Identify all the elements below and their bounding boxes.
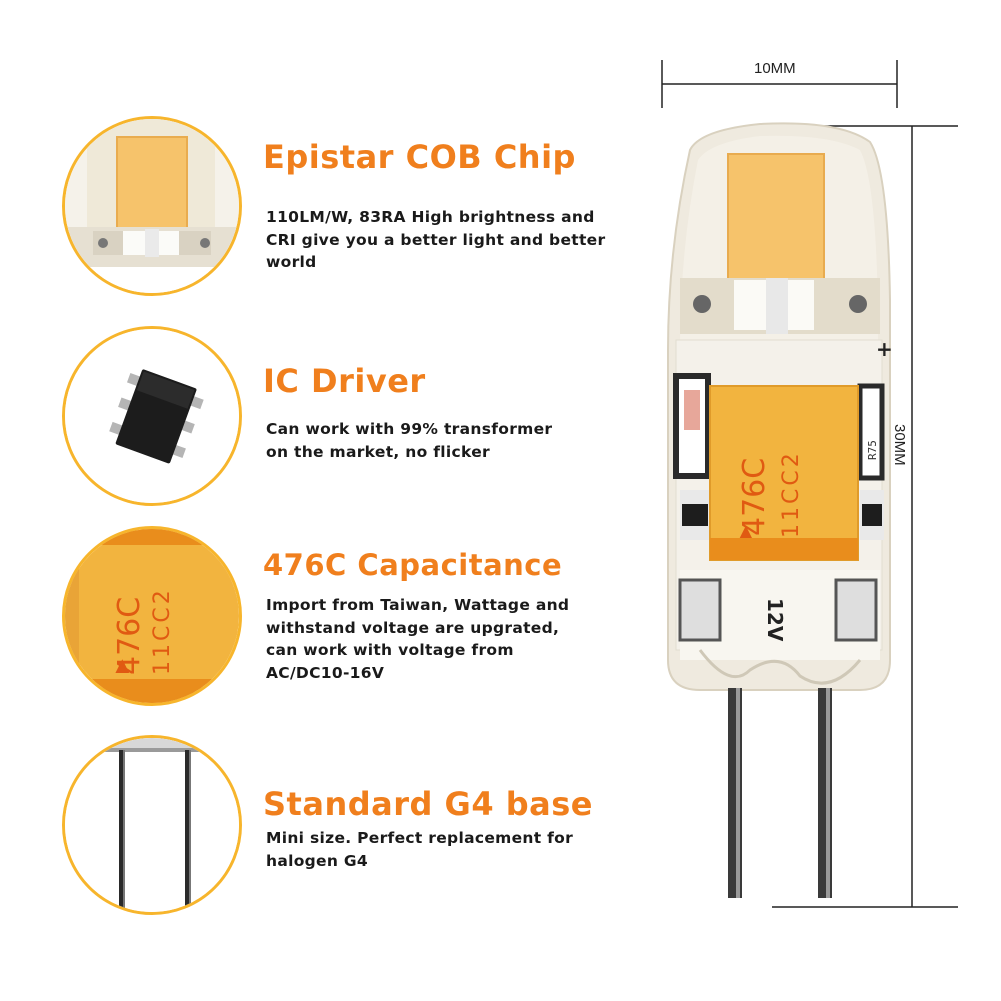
- feature-description-line: CRI give you a better light and better: [266, 230, 606, 249]
- capacitor-batch: 11CC2: [150, 587, 175, 675]
- feature-description: Import from Taiwan, Wattage and withstan…: [266, 594, 636, 684]
- svg-text:▶: ▶: [111, 659, 132, 673]
- feature-title: IC Driver: [263, 362, 426, 400]
- capacitor-image: 476C ▶ 11CC2: [65, 529, 239, 703]
- bulb-capacitor-code: 476C: [737, 458, 772, 536]
- tantalum-capacitor: [709, 385, 859, 561]
- voltage-mark: 12V: [763, 598, 787, 642]
- ic-chip-image: [65, 329, 239, 503]
- g4-base-photo: [62, 735, 242, 915]
- feature-description-line: AC/DC10-16V: [266, 663, 385, 682]
- feature-description: Can work with 99% transformer on the mar…: [266, 418, 636, 463]
- ic-driver-photo: [62, 326, 242, 506]
- capacitor-code: 476C: [112, 597, 147, 675]
- resistor-mark: R75: [866, 440, 879, 460]
- feature-ic-driver: IC Driver Can work with 99% transformer …: [0, 320, 640, 520]
- feature-title: Standard G4 base: [263, 785, 593, 823]
- feature-description-line: withstand voltage are upgrated,: [266, 618, 560, 637]
- feature-description-line: 110LM/W, 83RA High brightness and: [266, 208, 595, 226]
- cob-chip-image: [65, 119, 239, 293]
- svg-text:▶: ▶: [735, 525, 754, 538]
- feature-description-line: halogen G4: [266, 851, 369, 870]
- g4-pins-image: [65, 738, 239, 912]
- feature-description: Mini size. Perfect replacement for halog…: [266, 827, 636, 872]
- height-label: 30MM: [891, 424, 908, 466]
- feature-cob-chip: Epistar COB Chip 110LM/W, 83RA High brig…: [0, 110, 640, 310]
- feature-description-line: can work with voltage from: [266, 641, 514, 659]
- polarity-plus: +: [876, 337, 893, 361]
- g4-led-bulb-diagram: + R75 476C ▶ 11CC2 12V 10MM 30MM: [640, 50, 1001, 950]
- feature-g4-base: Standard G4 base Mini size. Perfect repl…: [0, 735, 640, 935]
- bulb-capacitor-batch: 11CC2: [779, 450, 804, 538]
- feature-description-line: on the market, no flicker: [266, 442, 490, 461]
- feature-description-line: Mini size. Perfect replacement for: [266, 829, 574, 847]
- feature-capacitance: 476C ▶ 11CC2 476C Capacitance Import fro…: [0, 512, 640, 712]
- bulb-image: + R75 476C ▶ 11CC2 12V: [661, 60, 958, 908]
- feature-description-line: Can work with 99% transformer: [266, 420, 553, 438]
- width-label: 10MM: [754, 60, 796, 77]
- capacitor-photo: 476C ▶ 11CC2: [62, 526, 242, 706]
- feature-description: 110LM/W, 83RA High brightness and CRI gi…: [266, 206, 636, 274]
- feature-description-line: world: [266, 253, 317, 271]
- feature-title: 476C Capacitance: [263, 548, 563, 582]
- feature-title: Epistar COB Chip: [263, 138, 576, 176]
- cob-chip-photo: [62, 116, 242, 296]
- feature-description-line: Import from Taiwan, Wattage and: [266, 596, 570, 614]
